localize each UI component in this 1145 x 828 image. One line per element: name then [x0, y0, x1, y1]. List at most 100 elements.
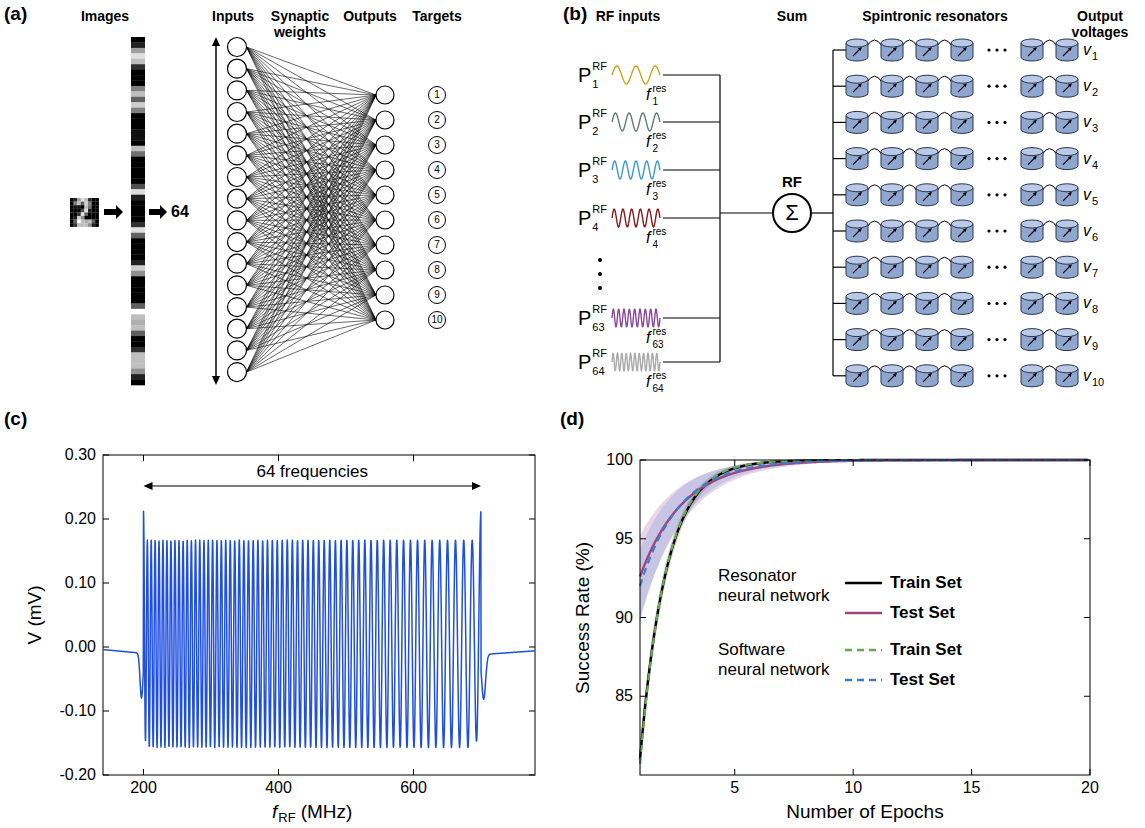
digit-pixel	[70, 209, 74, 213]
target-circle: 9	[428, 286, 446, 304]
node-text: 3	[434, 140, 440, 150]
node-text: 5	[434, 190, 440, 200]
digit-pixel	[81, 205, 85, 209]
magnetization-arrow	[923, 339, 930, 346]
synaptic-weight	[247, 120, 377, 372]
power-symbol: P	[578, 307, 591, 330]
coupling-line	[937, 40, 952, 46]
superscript: RF	[592, 203, 607, 216]
node-text: 2	[434, 115, 440, 125]
magnetization-arrow	[923, 302, 930, 309]
target-circle: 8	[428, 261, 446, 279]
digit-pixel	[95, 216, 99, 220]
output-neuron	[376, 136, 394, 154]
coupling-line	[902, 293, 917, 299]
digit-pixel	[81, 216, 85, 220]
magnetization-arrow	[1063, 158, 1070, 165]
digit-pixel	[84, 216, 88, 220]
magnetization-arrow	[1063, 339, 1070, 346]
ellipsis-dot	[1003, 338, 1006, 341]
panel-letter: (c)	[4, 408, 27, 430]
subscript: 5	[1092, 194, 1098, 207]
frequency-symbol: f	[646, 373, 650, 391]
arrow-head	[1068, 373, 1072, 377]
input-neuron	[228, 146, 247, 165]
coupling-line	[1042, 257, 1057, 263]
column-header: Inputs	[212, 8, 254, 24]
resonator-top	[881, 75, 903, 83]
block-arrow	[104, 205, 123, 219]
power-symbol: P	[578, 159, 591, 182]
synaptic-weight	[247, 320, 377, 372]
tick	[1090, 769, 1091, 775]
confidence-band	[640, 460, 1088, 618]
superscript: res	[652, 178, 666, 190]
magnetization-arrow	[1028, 266, 1035, 273]
coupling-line	[867, 366, 882, 372]
digit-pixel	[95, 205, 99, 209]
legend-text: Train Set	[890, 573, 962, 593]
arrow-head	[963, 337, 967, 341]
image-strip-pixel	[131, 151, 145, 157]
input-neuron	[228, 189, 247, 208]
tick-label: 85	[615, 687, 633, 705]
ellipsis-dot	[987, 48, 990, 51]
arrow-head	[893, 192, 897, 196]
arrow-head	[928, 228, 932, 232]
image-strip-pixel	[131, 363, 145, 369]
image-strip-pixel	[131, 380, 145, 386]
synaptic-weight	[247, 112, 377, 295]
image-strip-pixel	[131, 352, 145, 358]
bus-wire	[833, 303, 846, 304]
resonator-top	[951, 39, 973, 47]
sum-circle: Σ	[772, 193, 812, 233]
column-header: RF inputs	[596, 8, 661, 24]
resonator-top	[1056, 148, 1078, 156]
synaptic-weight	[247, 112, 377, 120]
ellipsis-dot	[987, 302, 990, 305]
arrow-head	[893, 300, 897, 304]
tick	[103, 583, 109, 584]
ellipsis-dot	[987, 338, 990, 341]
arrow-head	[858, 119, 862, 123]
bus-wire	[663, 317, 720, 318]
annotation: 64 frequencies	[256, 462, 368, 482]
magnetization-arrow	[853, 194, 860, 201]
image-strip-pixel	[131, 298, 145, 304]
digit-pixel	[74, 202, 78, 206]
image-strip-pixel	[131, 70, 145, 76]
arrow-head	[928, 156, 932, 160]
image-strip-pixel	[131, 255, 145, 261]
coupling-line	[1042, 330, 1057, 336]
digit-pixel	[70, 198, 74, 202]
subscript: 9	[1092, 339, 1098, 352]
arrow-head	[472, 482, 481, 490]
arrow-head	[858, 47, 862, 51]
digit-pixel	[81, 209, 85, 213]
tick	[1084, 696, 1090, 697]
tick-label: 15	[963, 779, 981, 797]
digit-pixel	[95, 202, 99, 206]
magnetization-arrow	[853, 121, 860, 128]
legend-swatch	[845, 649, 882, 651]
synaptic-weight	[247, 170, 377, 307]
resonator-top	[951, 329, 973, 337]
subscript: 1	[1092, 50, 1098, 63]
digit-pixel	[95, 212, 99, 216]
magnetization-arrow	[1063, 302, 1070, 309]
magnetization-arrow	[1028, 375, 1035, 382]
image-strip-pixel	[131, 260, 145, 266]
resonator-top	[846, 148, 868, 156]
tick	[640, 617, 646, 618]
digit-pixel	[88, 205, 92, 209]
train-curve	[640, 460, 1088, 759]
superscript: res	[652, 226, 666, 238]
digit-pixel	[92, 198, 96, 202]
input-neuron	[228, 233, 247, 252]
double-arrow	[215, 42, 217, 380]
resonator-top	[1021, 256, 1043, 264]
synaptic-weight	[247, 134, 377, 195]
arrow-head	[858, 156, 862, 160]
coupling-line	[867, 185, 882, 191]
image-strip-pixel	[131, 309, 145, 315]
